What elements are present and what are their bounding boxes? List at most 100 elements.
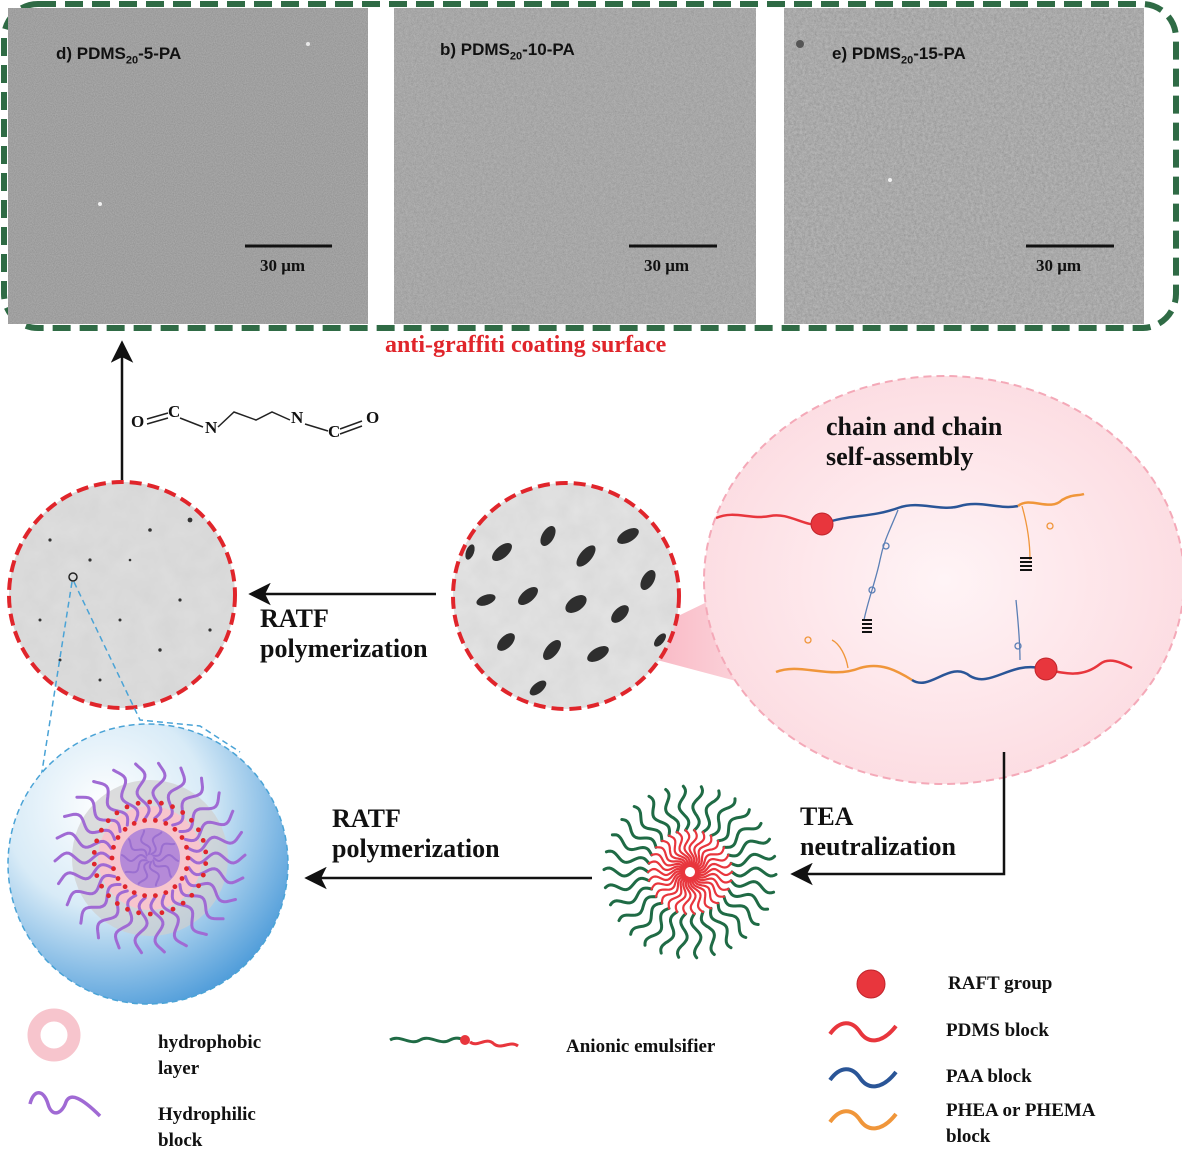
micelle-dot [163, 890, 169, 895]
scale-text-1: 30 μm [260, 256, 306, 275]
atom-o1: O [131, 412, 145, 431]
chain-segment [602, 866, 650, 878]
chain-segment [701, 789, 721, 834]
chain-segment [650, 872, 686, 891]
micelle-dot [109, 855, 115, 861]
sem-panel-3 [784, 8, 1144, 324]
chain-segment [610, 833, 654, 857]
sem-panel-1 [8, 8, 368, 324]
tem-left-border [7, 480, 237, 710]
chain-segment [650, 853, 686, 871]
chain-segment [688, 829, 698, 868]
micelle-dot [94, 838, 100, 844]
chain-segment [646, 867, 686, 877]
chain-segment [699, 910, 716, 956]
chain-segment [694, 853, 730, 872]
legend-hydrophobic-text: hydrophobic layer [158, 1032, 262, 1079]
chain-segment [95, 889, 129, 940]
micelle-core [120, 828, 180, 888]
micelle-dot [163, 821, 169, 826]
chain-segment [629, 901, 664, 936]
micelle-dot [179, 876, 185, 881]
chain-segment [722, 895, 760, 926]
micelle-dot [124, 804, 130, 810]
side-chains [804, 505, 1054, 669]
micelle-dot [203, 849, 209, 855]
legend-pdms-text: PDMS block [946, 1020, 1049, 1041]
chain-segment [687, 876, 697, 915]
micelle-dot [147, 911, 153, 917]
legend-hydrophilic-wave [28, 1091, 102, 1118]
scale-text-2: 30 μm [644, 256, 690, 275]
micelle-dot [153, 893, 158, 898]
chain-segment [716, 901, 748, 939]
ratf-top-label: RATF polymerization [260, 604, 428, 663]
atom-n2: N [291, 408, 304, 427]
chain-segment [134, 762, 151, 820]
chain-segment [690, 831, 706, 868]
self-assembly-bubble [703, 375, 1182, 785]
micelle-dot [172, 884, 178, 890]
chain-segment [149, 896, 166, 954]
micelle-dot [200, 838, 206, 843]
sem-label-2: b) PDMS20-10-PA [440, 40, 575, 63]
chain-segment [153, 853, 179, 863]
chain-segment [603, 876, 651, 892]
micelle-dot [122, 884, 128, 890]
zoom-line-right [73, 581, 241, 753]
micelle-dot [200, 872, 206, 878]
micelle-dot [184, 866, 189, 872]
chain-segment [659, 910, 679, 955]
chain-segment [183, 809, 235, 843]
tem-image-left [9, 482, 235, 708]
atom-c1: C [168, 402, 181, 421]
chain-segment [654, 874, 687, 898]
micelle-dot [142, 893, 148, 898]
emulsifier-micelle [602, 784, 778, 960]
tem-image-middle [453, 483, 679, 709]
chain-segment [682, 876, 692, 915]
ratf-bottom-label: RATF polymerization [332, 804, 500, 863]
chain-segment [187, 830, 243, 853]
chain-segment [113, 893, 138, 950]
atom-n1: N [205, 418, 218, 437]
chain-segment [708, 906, 733, 950]
chain-segment [709, 797, 737, 838]
micelle-dot [135, 800, 141, 806]
micelle-dot [114, 810, 120, 816]
chain-segment [178, 791, 221, 833]
micelle-dot [170, 906, 176, 912]
chain-segment [667, 834, 689, 868]
tea-label: TEA neutralization [800, 802, 956, 861]
sem-label-3: e) PDMS20-15-PA [832, 44, 966, 67]
chain-segment [664, 788, 681, 834]
chain-segment [128, 838, 148, 857]
legend-anionic-emulsifier [389, 1036, 519, 1048]
micelle-dot [114, 901, 120, 906]
atom-o2: O [366, 408, 380, 427]
micelle-dot [170, 804, 175, 810]
micelle-dot [172, 826, 178, 832]
micelle-dot [189, 892, 195, 898]
chain-segment [620, 818, 658, 849]
chain-segment [730, 866, 778, 878]
zoom-line-left [39, 581, 73, 785]
legend-pdms-wave [828, 1021, 898, 1043]
chain-segment [692, 839, 720, 869]
chain-segment [75, 795, 122, 833]
chain-segment [691, 876, 713, 910]
micelle-dot [131, 890, 137, 895]
micelle-dot [125, 906, 130, 912]
chain-segment [643, 906, 671, 947]
chain-segment [79, 883, 122, 925]
chain-segment [660, 839, 688, 869]
chain-segment [92, 780, 130, 827]
micelle-dot [115, 876, 121, 881]
micelle-dot [99, 883, 104, 889]
chain-segment [150, 831, 163, 856]
micelle-dot [136, 910, 142, 916]
chain-segment [632, 805, 664, 843]
micelle-dot [111, 844, 116, 850]
tem-middle-border [451, 481, 681, 711]
micelle-hydrophilic-chains [53, 761, 247, 955]
